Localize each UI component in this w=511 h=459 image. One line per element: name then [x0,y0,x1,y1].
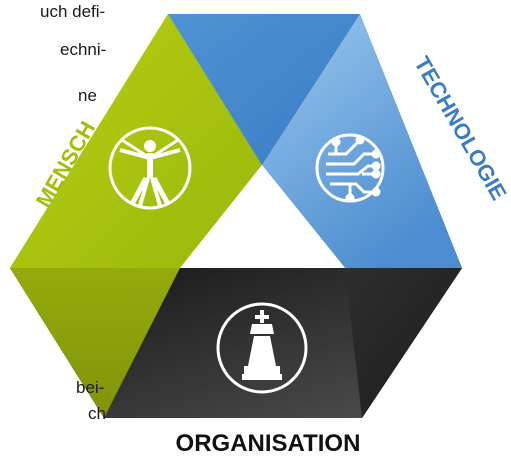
vitruvian-man-icon [108,126,192,210]
circuit-icon [315,133,385,203]
center-triangle-top [180,165,345,268]
chess-king-icon [216,302,308,394]
label-organisation: ORGANISATION [176,430,361,457]
segment-lower-left-overlay [10,268,180,418]
mensch-band [10,14,262,268]
segment-top-overlay [168,14,360,165]
segment-lower-right-overlay [345,268,462,418]
